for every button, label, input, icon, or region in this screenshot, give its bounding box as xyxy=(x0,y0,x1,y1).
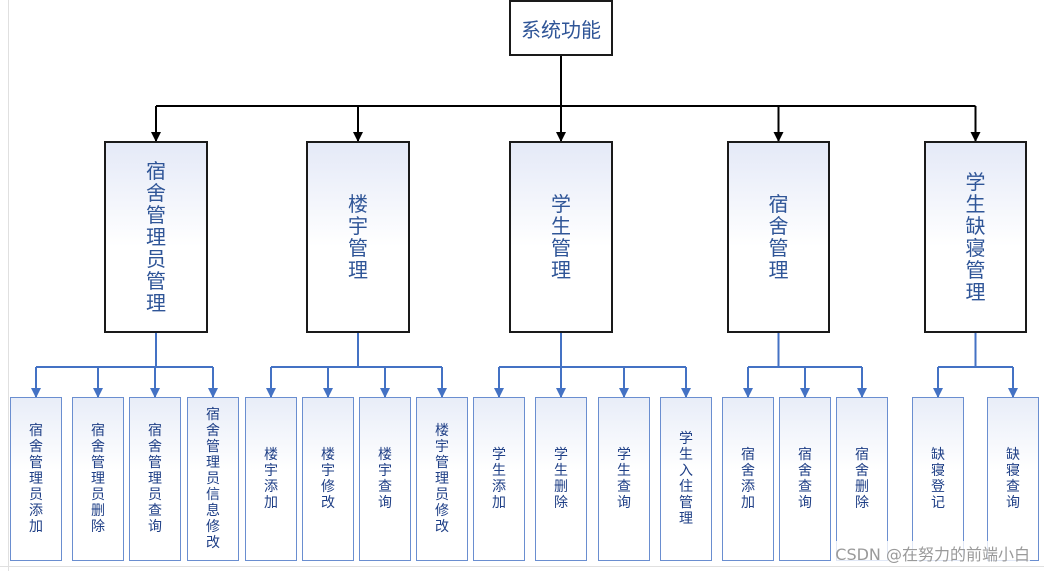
function-node-3-1: 宿舍查询 xyxy=(779,397,831,561)
function-node-1-2: 楼宇查询 xyxy=(359,397,411,561)
module-label-0: 宿舍管理员管理 xyxy=(146,159,166,315)
function-node-1-1: 楼宇修改 xyxy=(302,397,354,561)
function-label-0-2: 宿舍管理员查询 xyxy=(148,423,162,535)
function-label-1-2: 楼宇查询 xyxy=(378,447,392,511)
function-node-2-3: 学生入住管理 xyxy=(660,397,712,561)
function-label-0-0: 宿舍管理员添加 xyxy=(29,423,43,535)
function-label-3-0: 宿舍添加 xyxy=(741,447,755,511)
module-node-2: 学生管理 xyxy=(509,141,613,333)
function-node-0-2: 宿舍管理员查询 xyxy=(129,397,181,561)
function-node-4-1: 缺寝查询 xyxy=(987,397,1039,561)
function-label-2-2: 学生查询 xyxy=(617,447,631,511)
root-label: 系统功能 xyxy=(521,17,601,42)
function-node-2-2: 学生查询 xyxy=(598,397,650,561)
function-label-1-3: 楼宇管理员修改 xyxy=(435,423,449,535)
function-label-3-1: 宿舍查询 xyxy=(798,447,812,511)
module-node-1: 楼宇管理 xyxy=(306,141,410,333)
left-border-line xyxy=(8,0,9,571)
bottom-border-line xyxy=(0,566,1044,567)
function-node-0-3: 宿舍管理员信息修改 xyxy=(187,397,239,561)
module-node-4: 学生缺寝管理 xyxy=(924,141,1027,333)
function-label-2-3: 学生入住管理 xyxy=(679,431,693,527)
module-label-1: 楼宇管理 xyxy=(348,192,368,282)
function-node-2-0: 学生添加 xyxy=(473,397,525,561)
module-label-3: 宿舍管理 xyxy=(768,192,789,282)
function-node-0-1: 宿舍管理员删除 xyxy=(72,397,124,561)
function-node-1-3: 楼宇管理员修改 xyxy=(416,397,468,561)
function-node-4-0: 缺寝登记 xyxy=(912,397,964,561)
function-label-0-1: 宿舍管理员删除 xyxy=(91,423,105,535)
function-label-2-1: 学生删除 xyxy=(554,447,568,511)
watermark: CSDN @在努力的前端小白 xyxy=(835,541,1030,565)
module-node-0: 宿舍管理员管理 xyxy=(104,141,208,333)
function-label-0-3: 宿舍管理员信息修改 xyxy=(206,407,220,551)
function-node-0-0: 宿舍管理员添加 xyxy=(10,397,62,561)
function-label-4-1: 缺寝查询 xyxy=(1006,447,1020,511)
root-node: 系统功能 xyxy=(509,0,613,56)
module-node-3: 宿舍管理 xyxy=(727,141,830,333)
function-label-3-2: 宿舍删除 xyxy=(855,447,869,511)
function-label-1-0: 楼宇添加 xyxy=(264,447,278,511)
function-label-1-1: 楼宇修改 xyxy=(321,447,335,511)
function-node-2-1: 学生删除 xyxy=(535,397,587,561)
module-label-4: 学生缺寝管理 xyxy=(965,170,986,304)
function-node-3-0: 宿舍添加 xyxy=(722,397,774,561)
function-node-3-2: 宿舍删除 xyxy=(836,397,888,561)
module-label-2: 学生管理 xyxy=(551,192,571,282)
function-node-1-0: 楼宇添加 xyxy=(245,397,297,561)
function-label-2-0: 学生添加 xyxy=(492,447,506,511)
function-label-4-0: 缺寝登记 xyxy=(931,447,945,511)
